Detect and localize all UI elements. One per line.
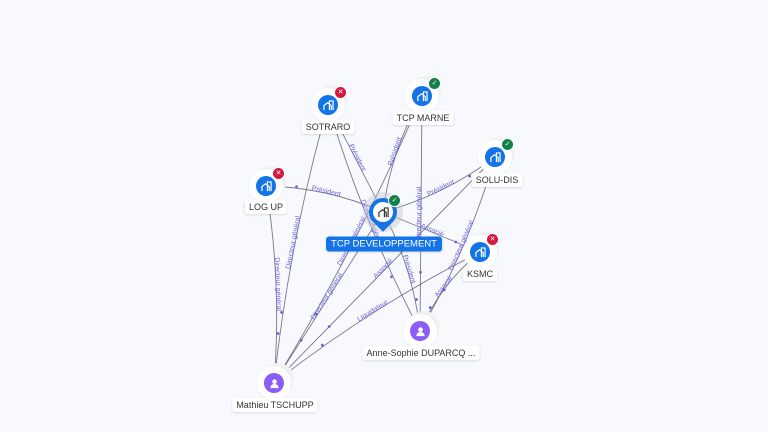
edge-label: Président (347, 143, 367, 173)
edge-arrow (390, 275, 393, 279)
node-label[interactable]: TCP MARNE (392, 111, 454, 125)
person-icon (264, 373, 284, 393)
edge-arrow (327, 325, 331, 328)
edge-arrow (295, 185, 298, 189)
node-label[interactable]: LOG UP (244, 200, 288, 214)
edge-arrow (280, 310, 284, 314)
edge-label: Directeur général (285, 215, 302, 269)
building-icon (318, 95, 338, 115)
active-status-icon: ✓ (428, 77, 441, 90)
edge-line (273, 156, 496, 384)
person-icon (410, 321, 430, 341)
closed-status-icon: ✕ (272, 167, 285, 180)
edge-arrow (419, 270, 422, 274)
building-icon (412, 86, 432, 106)
node-label[interactable]: Anne-Sophie DUPARCQ ... (362, 346, 480, 360)
closed-status-icon: ✕ (334, 86, 347, 99)
active-status-icon: ✓ (501, 138, 514, 151)
edge-arrow (276, 332, 280, 335)
edge-arrow (428, 306, 432, 310)
edge-arrow (415, 298, 418, 301)
edge-label: Liquidateur (356, 299, 390, 324)
edge-line (273, 251, 481, 384)
edge-line (273, 211, 384, 384)
main-node-label[interactable]: TCP DEVELOPPEMENT (326, 236, 442, 252)
edge-label: Président (426, 179, 456, 198)
building-icon (485, 147, 505, 167)
node-label[interactable]: KSMC (462, 267, 498, 281)
building-icon (256, 176, 276, 196)
building-icon (373, 202, 393, 222)
edge-label: Président (311, 185, 341, 198)
node-ksmc[interactable]: ✕ (465, 233, 499, 267)
edge-arrow (299, 338, 303, 342)
node-tcpmarne[interactable]: ✓ (407, 77, 441, 111)
edge-line (273, 104, 329, 384)
closed-status-icon: ✕ (486, 233, 499, 246)
edge-label: Associé (434, 275, 454, 299)
edge-arrow (468, 174, 472, 178)
node-sotraro[interactable]: ✕ (313, 86, 347, 120)
edge-arrow (454, 240, 458, 244)
edge-label: Directeur général (416, 186, 423, 240)
active-status-icon: ✓ (388, 194, 401, 207)
edge-line (419, 95, 423, 332)
edge-label: Président (401, 254, 416, 284)
node-mathieu[interactable] (259, 368, 289, 398)
node-anne[interactable] (405, 316, 435, 346)
node-label[interactable]: SOTRARO (301, 120, 355, 134)
building-icon (470, 242, 490, 262)
edge-arrow (320, 343, 324, 347)
node-soludis[interactable]: ✓ (480, 138, 514, 172)
edge-label: Président (387, 136, 403, 166)
main-node-tcp-developpement[interactable]: ✓ (363, 192, 403, 232)
node-logup[interactable]: ✕ (251, 167, 285, 201)
node-label[interactable]: SOLU-DIS (471, 173, 523, 187)
edge-line (327, 104, 421, 332)
node-label[interactable]: Mathieu TSCHUPP (232, 398, 318, 412)
edge-label: Directeur général (273, 257, 282, 311)
edge-arrow (314, 312, 318, 316)
